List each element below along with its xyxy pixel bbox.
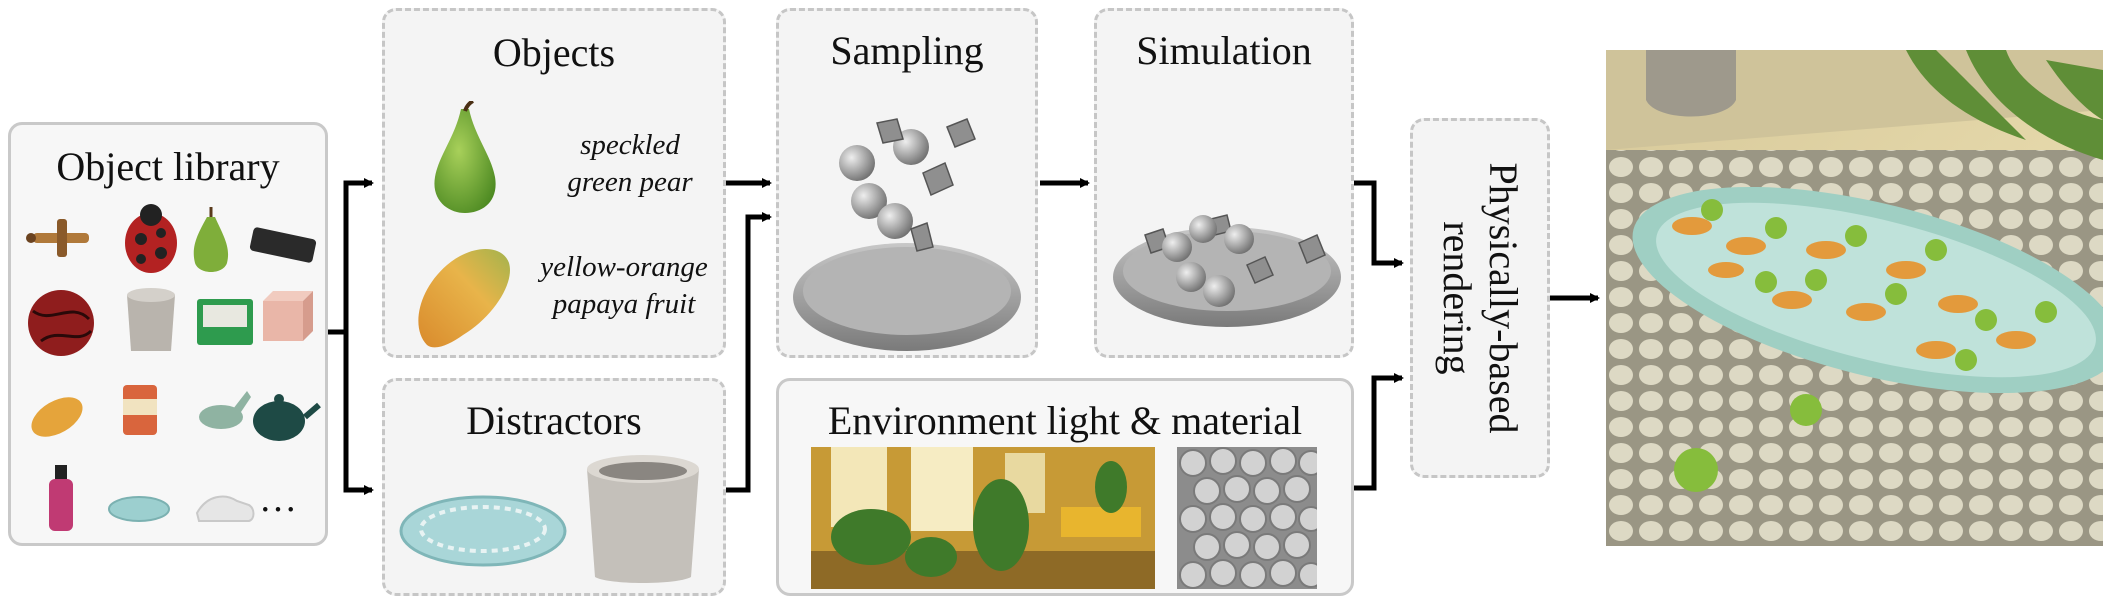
simulation-title: Simulation	[1136, 28, 1312, 73]
keyboard-icon	[249, 227, 317, 263]
sampling-panel: Sampling	[776, 8, 1038, 358]
rendering-label: Physically-based rendering	[1435, 162, 1526, 434]
lotion-bottle-icon	[49, 465, 73, 531]
container-box-icon	[197, 299, 253, 345]
pear-caption: speckled green pear	[567, 129, 693, 198]
objects-panel: Objects speckled green pear yellow-orang…	[382, 8, 726, 358]
environment-title: Environment light & material	[827, 398, 1303, 443]
teapot-icon	[253, 394, 321, 441]
sampling-title: Sampling	[830, 28, 984, 73]
object-library-title: Object library	[56, 144, 280, 189]
pear-icon	[193, 207, 229, 272]
object-library-panel: Object library	[8, 122, 328, 546]
sneaker-icon	[195, 495, 255, 522]
planter-pot-thumbnail	[587, 455, 699, 583]
toy-block-icon	[263, 291, 313, 341]
simulation-illustration	[1113, 214, 1341, 327]
toy-dinosaur-icon	[199, 391, 251, 429]
planter-pot-icon	[127, 288, 175, 351]
papaya-caption: yellow-orange papaya fruit	[540, 251, 708, 320]
environment-panel: Environment light & material	[776, 378, 1354, 596]
papaya-thumbnail	[418, 249, 510, 348]
papaya-icon	[31, 397, 83, 437]
rendering-panel: Physically-based rendering	[1410, 118, 1550, 478]
objects-title: Objects	[492, 30, 616, 75]
object-thumbnails	[26, 204, 321, 531]
rendered-scene-image	[1606, 50, 2103, 546]
sampling-illustration	[793, 118, 1021, 351]
can-icon	[123, 385, 157, 435]
simulation-panel: Simulation	[1094, 8, 1354, 358]
ball-icon	[28, 290, 94, 356]
material-texture-thumbnail	[1177, 447, 1317, 589]
ladybug-toy-icon	[125, 204, 177, 273]
plate-thumbnail	[399, 495, 567, 567]
pear-thumbnail	[434, 101, 496, 213]
toy-airplane-icon	[26, 219, 89, 257]
more-objects-ellipsis: …	[259, 478, 299, 520]
distractors-title: Distractors	[466, 398, 642, 443]
environment-map-thumbnail	[811, 447, 1155, 589]
small-plate-icon	[108, 496, 170, 522]
distractors-panel: Distractors	[382, 378, 726, 596]
